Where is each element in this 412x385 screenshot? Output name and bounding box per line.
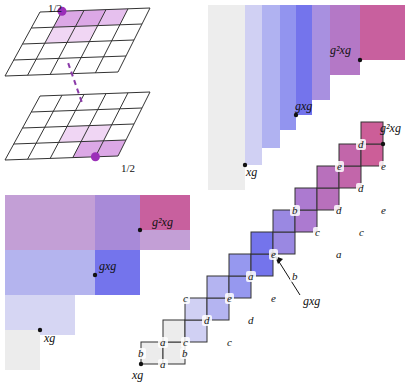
fiber-line (68, 63, 83, 105)
grid-line (5, 72, 118, 76)
edge-letter: d (356, 183, 366, 194)
edge-letter: e (379, 205, 388, 216)
edge-letter: a (158, 359, 168, 370)
edge-letter: d (356, 139, 366, 150)
edge-letter: e (225, 293, 234, 304)
grid-line (31, 108, 142, 112)
grid-line (23, 40, 135, 44)
edge-letter: c (225, 337, 234, 348)
edge-letter: c (181, 337, 190, 348)
weight-label: 1/2 (48, 3, 62, 14)
edge-letter: a (334, 249, 344, 260)
staircase-bottom-left (5, 195, 190, 370)
point-label: gxg (97, 259, 118, 273)
edge-letter: e (335, 161, 344, 172)
edge-letter: b (290, 205, 300, 216)
edge-letter: e (269, 293, 278, 304)
point-label: xg (42, 331, 57, 345)
edge-letter: b (136, 348, 146, 359)
grid-line (5, 156, 118, 160)
grid-line (40, 92, 150, 96)
staircase-top-right (208, 5, 405, 190)
edge-letter: c (181, 293, 190, 304)
edge-letter: c (313, 227, 322, 238)
grid-line (14, 56, 126, 60)
point-label: g²xg (378, 121, 403, 135)
grid-line (14, 140, 126, 144)
edge-letter: a (158, 337, 168, 348)
edge-letter: a (246, 271, 256, 282)
grid-line (31, 24, 142, 28)
point-label: g²xg (328, 43, 353, 57)
weight-label: 1/2 (121, 163, 135, 174)
edge-letter: d (202, 315, 212, 326)
dot (381, 142, 385, 146)
edge-letter: e (269, 249, 278, 260)
edge-letter: c (357, 227, 366, 238)
point-label: gxg (293, 99, 314, 113)
edge-letter: d (246, 315, 256, 326)
point-label: gxg (301, 294, 322, 308)
edge-letter: e (379, 161, 388, 172)
skewed-grids (5, 7, 150, 162)
grid-line (23, 124, 135, 128)
point-label: xg (130, 368, 145, 382)
edge-letter: b (290, 271, 300, 282)
point-label: xg (244, 165, 259, 179)
dot (91, 152, 100, 161)
edge-letter: b (180, 348, 190, 359)
dot (139, 362, 143, 366)
edge-letter: d (334, 205, 344, 216)
square-complex (139, 122, 385, 366)
point-label: g²xg (150, 215, 175, 229)
leader-line (276, 257, 300, 295)
